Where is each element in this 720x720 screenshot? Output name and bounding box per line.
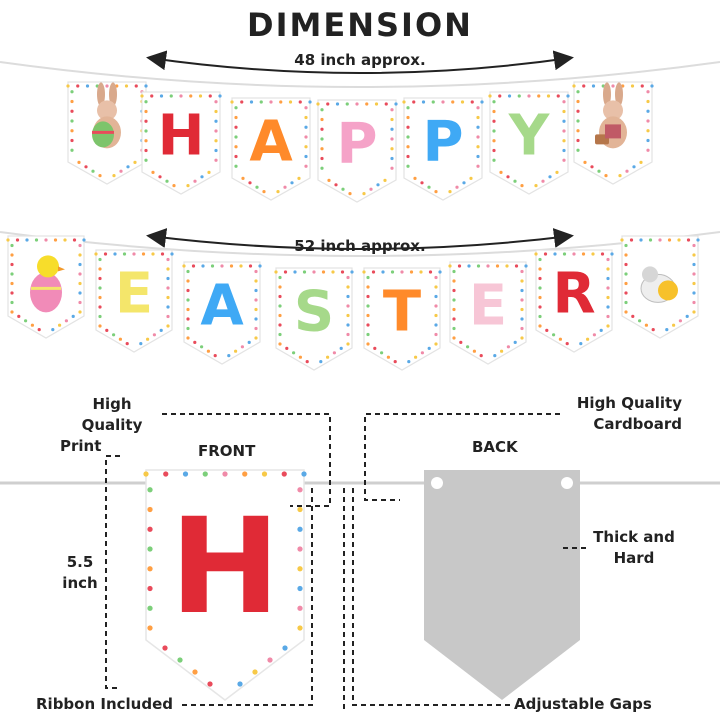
front-letter-h: H	[170, 490, 280, 644]
row2-measure: 52 inch approx.	[294, 237, 426, 255]
size-label-line2: inch	[62, 574, 98, 592]
gaps-label: Adjustable Gaps	[514, 695, 652, 713]
size-label-line1: 5.5	[66, 553, 94, 571]
pennant-sheep-and-chick	[620, 235, 700, 339]
ribbon-label: Ribbon Included	[36, 695, 173, 713]
thick-label: Thick and Hard	[590, 527, 678, 569]
row1-measure: 48 inch approx.	[294, 51, 426, 69]
pennant-letter-y: Y	[488, 91, 570, 195]
gaps-guide-line-right	[352, 488, 510, 706]
pennant-letter-p: P	[402, 97, 484, 201]
letter-a: A	[200, 273, 244, 338]
row2-dimension-arrow	[146, 228, 574, 250]
chick-on-egg-icon	[30, 255, 65, 313]
sheep-and-chick-icon	[640, 266, 678, 303]
pennant-letter-t: T	[362, 267, 442, 371]
back-pennant	[424, 470, 580, 700]
letter-e: E	[469, 273, 507, 338]
pennant-letter-a: A	[230, 97, 312, 201]
bunny-with-basket-icon	[595, 82, 627, 149]
bunny-with-egg-icon	[92, 82, 121, 149]
print-guide-line	[162, 413, 331, 507]
letter-s: S	[294, 279, 334, 344]
pennant-letter-p: P	[316, 99, 398, 203]
back-label: BACK	[472, 438, 518, 456]
size-label: 5.5 inch	[58, 552, 102, 594]
pennant-chick-on-egg	[6, 235, 86, 339]
pennant-letter-e: E	[448, 261, 528, 365]
letter-p: P	[336, 111, 377, 176]
letter-y: Y	[508, 103, 551, 168]
pennant-letter-r: R	[534, 249, 614, 353]
thick-label-line2: Hard	[613, 549, 655, 567]
letter-t: T	[383, 279, 421, 344]
front-label: FRONT	[198, 442, 256, 460]
print-label-line2: Print	[60, 437, 102, 455]
letter-e: E	[115, 261, 153, 326]
front-pennant: H	[143, 469, 307, 701]
pennant-bunny-with-basket	[572, 81, 654, 185]
row1-ribbon	[0, 61, 720, 88]
letter-p: P	[422, 109, 463, 174]
cardboard-guide-line	[364, 413, 560, 501]
letter-h: H	[158, 103, 205, 168]
row1-dimension-arrow	[146, 50, 574, 74]
thick-label-line1: Thick and	[593, 528, 675, 546]
pennant-letter-h: H	[140, 91, 222, 195]
page-title: DIMENSION	[247, 6, 473, 44]
letter-r: R	[552, 261, 595, 326]
cardboard-label-line2: Cardboard	[593, 415, 682, 433]
size-bracket	[105, 455, 120, 689]
row2-ribbon	[0, 231, 720, 257]
pennant-letter-e: E	[94, 249, 174, 353]
print-label: High Quality Print	[60, 394, 164, 457]
cardboard-label: High Quality Cardboard	[572, 393, 682, 435]
print-label-line1: High Quality	[81, 395, 143, 434]
pennant-letter-a: A	[182, 261, 262, 365]
pennant-bunny-with-egg	[66, 81, 148, 185]
cardboard-label-line1: High Quality	[576, 394, 682, 412]
letter-a: A	[249, 109, 293, 174]
pennant-letter-s: S	[274, 267, 354, 371]
ribbon-guide-line	[182, 488, 313, 706]
